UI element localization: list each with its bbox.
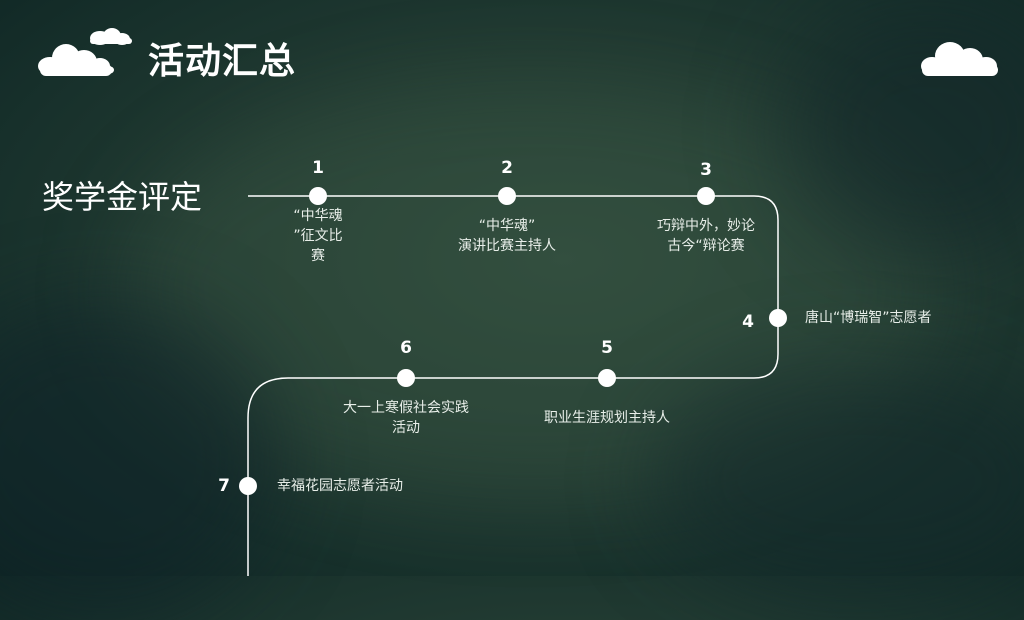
node-number-7: 7 — [218, 476, 230, 496]
timeline-node-5 — [598, 369, 616, 387]
node-label-3-line-2: 古今“辩论赛 — [667, 238, 745, 254]
timeline-node-3 — [697, 187, 715, 205]
node-label-1-line-3: 赛 — [311, 248, 325, 264]
timeline-line — [247, 195, 779, 576]
node-number-2: 2 — [501, 158, 513, 178]
page-title: 活动汇总 — [148, 41, 297, 82]
node-number-1: 1 — [312, 158, 324, 178]
node-label-2-line-2: 演讲比赛主持人 — [458, 238, 556, 254]
node-label-6-line-1: 大一上寒假社会实践 — [343, 400, 469, 416]
node-number-3: 3 — [700, 160, 712, 180]
node-label-7-line-1: 幸福花园志愿者活动 — [277, 478, 403, 494]
node-number-4: 4 — [742, 312, 754, 332]
node-number-6: 6 — [400, 338, 412, 358]
cloud-icon — [38, 28, 132, 76]
node-label-7: 幸福花园志愿者活动 — [277, 476, 403, 496]
node-label-2-line-1: “中华魂” — [478, 218, 536, 234]
node-label-6: 大一上寒假社会实践 活动 — [326, 398, 486, 438]
node-label-3-line-1: 巧辩中外，妙论 — [657, 218, 755, 234]
timeline-node-6 — [397, 369, 415, 387]
node-label-5: 职业生涯规划主持人 — [527, 408, 687, 428]
timeline-path — [0, 0, 1024, 576]
timeline-node-1 — [309, 187, 327, 205]
node-label-1-line-1: “中华魂 — [293, 208, 343, 224]
timeline-node-7 — [239, 477, 257, 495]
node-number-5: 5 — [601, 338, 613, 358]
node-label-4: 唐山“博瑞智”志愿者 — [805, 308, 932, 328]
section-heading: 奖学金评定 — [42, 178, 203, 216]
node-label-4-line-1: 唐山“博瑞智”志愿者 — [805, 310, 932, 326]
node-label-5-line-1: 职业生涯规划主持人 — [544, 410, 670, 426]
timeline-node-2 — [498, 187, 516, 205]
node-label-6-line-2: 活动 — [392, 420, 420, 436]
timeline-node-4 — [769, 309, 787, 327]
node-label-3: 巧辩中外，妙论 古今“辩论赛 — [631, 216, 781, 256]
node-label-1: “中华魂 ”征文比 赛 — [268, 206, 368, 266]
cloud-icon — [921, 42, 998, 76]
node-label-1-line-2: ”征文比 — [293, 228, 343, 244]
node-label-2: “中华魂” 演讲比赛主持人 — [432, 216, 582, 256]
